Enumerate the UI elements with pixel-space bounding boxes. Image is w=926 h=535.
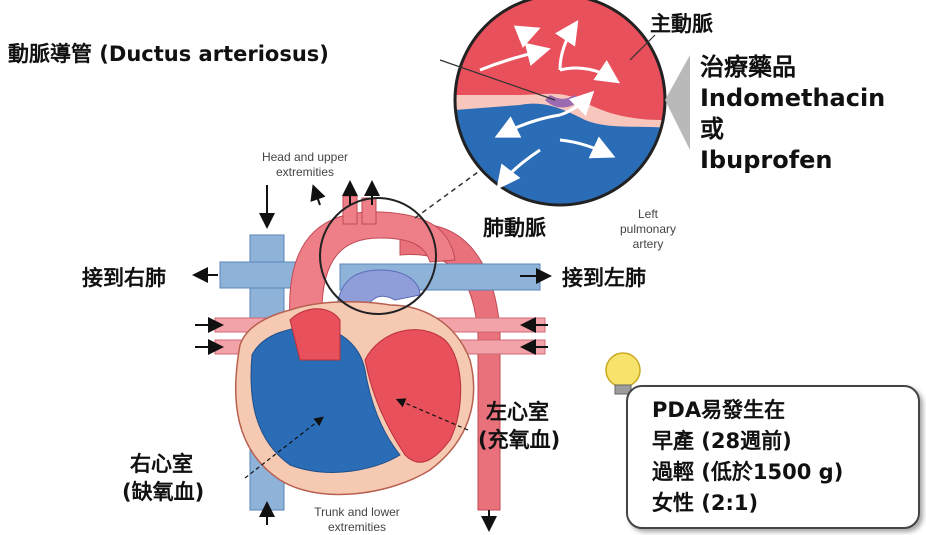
treatment-label: 治療藥品 Indomethacin 或 Ibuprofen bbox=[700, 52, 885, 176]
pulmonary-artery-label: 肺動脈 bbox=[483, 212, 546, 242]
treatment-pointer bbox=[665, 55, 690, 150]
arch-vessel bbox=[362, 198, 376, 224]
right-ventricle-label: 右心室 (缺氧血) bbox=[122, 450, 204, 506]
zoom-dashed-line bbox=[415, 172, 478, 218]
trunk-lower-label: Trunk and lower extremities bbox=[292, 505, 422, 535]
info-line: PDA易發生在 bbox=[628, 395, 918, 426]
info-line: 早產 (28週前) bbox=[628, 426, 918, 457]
pda-risk-info-box: PDA易發生在 早產 (28週前) 過輕 (低於1500 g) 女性 (2:1) bbox=[626, 385, 920, 529]
left-ventricle-label: 左心室 (充氧血) bbox=[478, 398, 560, 454]
ductus-label: 動脈導管 (Ductus arteriosus) bbox=[8, 38, 329, 68]
aorta-label: 主動脈 bbox=[650, 8, 713, 38]
to-left-lung-label: 接到左肺 bbox=[562, 262, 646, 292]
head-upper-label: Head and upper extremities bbox=[235, 150, 375, 180]
info-line: 女性 (2:1) bbox=[628, 488, 918, 519]
left-pulmonary-artery-label: Left pulmonary artery bbox=[598, 207, 698, 252]
info-line: 過輕 (低於1500 g) bbox=[628, 457, 918, 488]
to-right-lung-label: 接到右肺 bbox=[82, 262, 166, 292]
